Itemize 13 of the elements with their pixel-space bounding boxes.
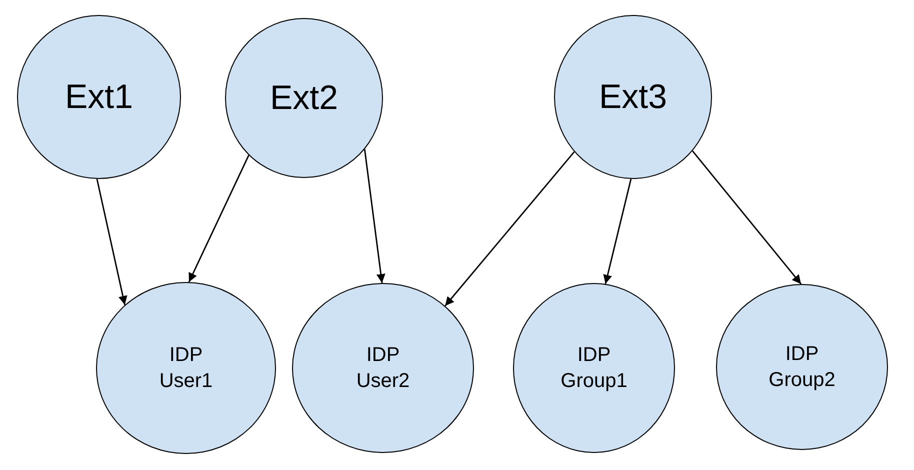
arrow — [603, 178, 632, 284]
node-label: Ext1 — [64, 76, 134, 118]
node-label: Ext2 — [270, 78, 338, 119]
node-label: IDP Group1 — [560, 343, 628, 394]
node-label: Ext3 — [598, 76, 668, 118]
arrow — [444, 151, 575, 306]
node-label: IDP Group2 — [768, 342, 836, 393]
arrow — [692, 150, 802, 284]
node-label: IDP User2 — [355, 343, 411, 394]
node-label: IDP User1 — [158, 343, 214, 394]
arrow — [188, 154, 250, 282]
arrow — [364, 149, 386, 284]
arrow — [96, 178, 128, 306]
